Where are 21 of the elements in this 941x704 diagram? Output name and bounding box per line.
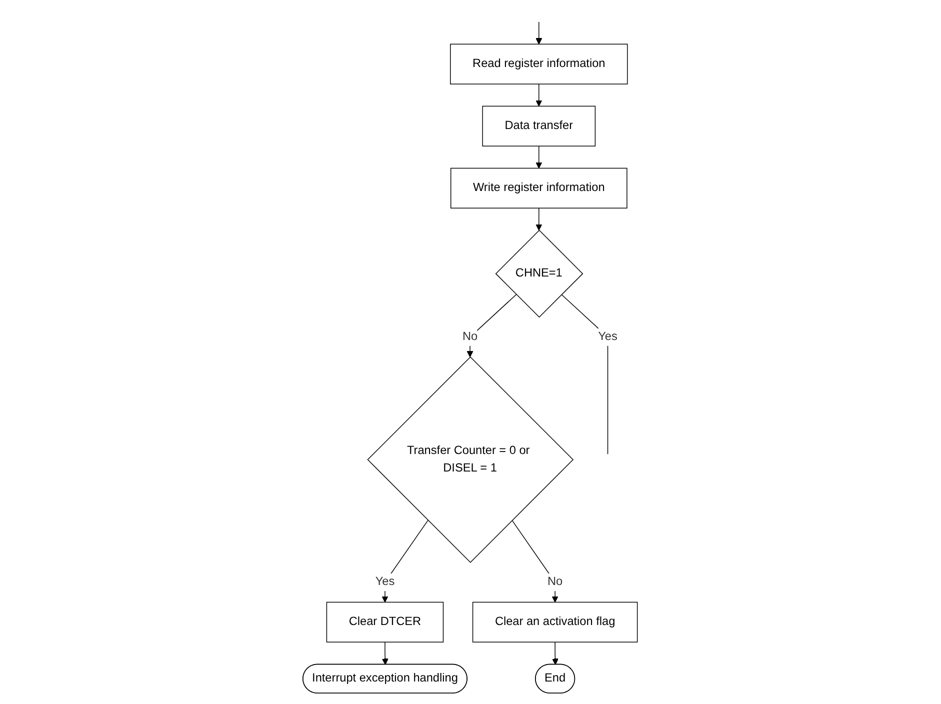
arrow — [536, 22, 542, 44]
node-box: Clear DTCER — [326, 602, 444, 642]
arrow — [467, 294, 518, 358]
node-box: Clear an activation flag — [472, 602, 638, 642]
connector — [562, 294, 608, 454]
edge-label: Yes — [598, 330, 618, 343]
arrow — [382, 642, 389, 665]
node-box: Read register information — [450, 44, 628, 84]
edge-label: No — [548, 576, 563, 588]
edge-label: No — [462, 330, 478, 343]
arrow — [536, 84, 542, 106]
node-diamond: Transfer Counter = 0 or DISEL = 1 — [368, 356, 574, 563]
arrow — [512, 520, 559, 603]
arrow — [536, 208, 542, 231]
node-box: Data transfer — [482, 106, 596, 146]
node-box: Write register information — [450, 168, 628, 208]
edge-label: Yes — [376, 576, 395, 588]
arrow — [536, 146, 542, 169]
node-diamond: CHNE=1 — [496, 230, 584, 318]
arrow — [382, 520, 429, 603]
arrow — [552, 642, 559, 665]
